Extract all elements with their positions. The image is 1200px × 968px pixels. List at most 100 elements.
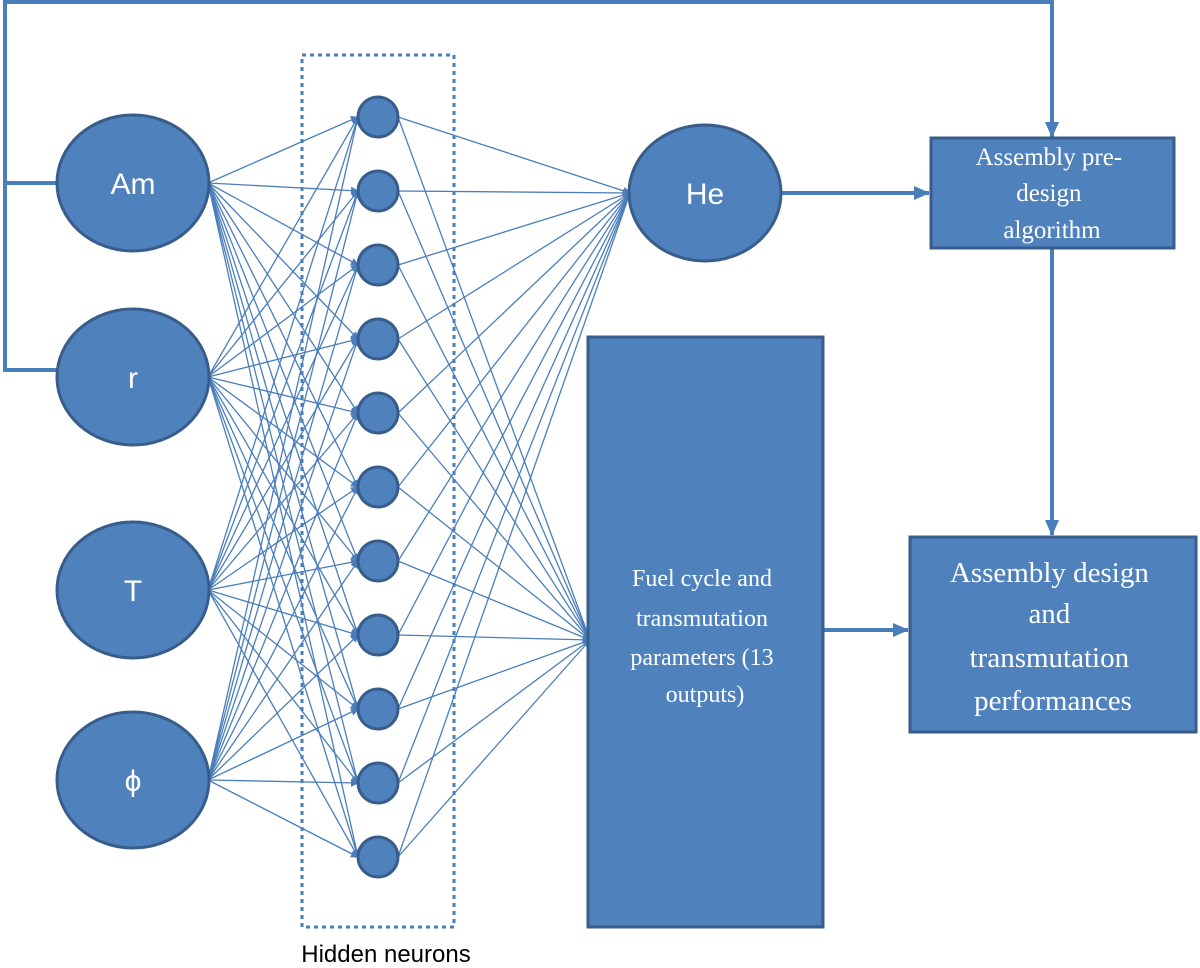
- input-node-t: T: [55, 520, 211, 660]
- hidden-output-connection: [397, 192, 631, 562]
- hidden-output-connection: [397, 639, 591, 858]
- input-node-phi: ϕ: [55, 710, 211, 850]
- input-hidden-connection: [207, 558, 359, 591]
- feedback-line-r: [3, 183, 60, 372]
- hidden-output-connection: [397, 190, 591, 641]
- input-label-t: T: [124, 575, 142, 608]
- input-hidden-connection: [207, 190, 361, 781]
- hidden-output-connection: [397, 338, 591, 641]
- hidden-neuron: [356, 613, 400, 657]
- input-hidden-connection: [207, 182, 359, 414]
- fuel-line-4: outputs): [666, 682, 745, 708]
- fuel-cycle-label: Fuel cycle and transmutation parameters …: [630, 566, 779, 708]
- input-hidden-connection: [207, 182, 361, 858]
- hidden-neurons: [356, 95, 400, 879]
- input-hidden-connection: [207, 376, 359, 416]
- network-connections: [207, 116, 632, 858]
- fuel-cycle-box: Fuel cycle and transmutation parameters …: [586, 335, 825, 929]
- hidden-neuron: [356, 317, 400, 361]
- hidden-output-connection: [397, 192, 631, 636]
- input-hidden-connection: [207, 264, 359, 591]
- input-hidden-connection: [207, 560, 359, 781]
- hidden-output-connection: [397, 192, 632, 784]
- performance-label: Assembly design and transmutation perfor…: [950, 557, 1156, 717]
- hidden-neuron: [356, 465, 400, 509]
- input-hidden-connection: [207, 116, 360, 591]
- predesign-line-3: algorithm: [1003, 217, 1101, 244]
- hidden-neuron: [356, 761, 400, 805]
- input-label-am: Am: [111, 168, 156, 201]
- hidden-neuron: [356, 391, 400, 435]
- hidden-output-connection: [397, 116, 631, 195]
- hidden-neuron: [356, 169, 400, 213]
- input-hidden-connection: [207, 376, 360, 858]
- hidden-neuron: [356, 539, 400, 583]
- predesign-box: Assembly pre- design algorithm: [929, 136, 1176, 250]
- input-label-r: r: [128, 362, 138, 395]
- hidden-output-connection: [397, 486, 591, 641]
- hidden-neuron: [356, 243, 400, 287]
- input-hidden-connection: [207, 779, 359, 858]
- hidden-neurons-caption: Hidden neurons: [301, 941, 470, 968]
- input-hidden-connection: [207, 338, 359, 591]
- fuel-line-3: parameters (13: [630, 645, 773, 671]
- hidden-output-connection: [397, 191, 631, 266]
- input-hidden-connection: [207, 182, 359, 340]
- input-hidden-connection: [207, 116, 361, 781]
- input-hidden-connection: [207, 182, 359, 488]
- input-hidden-connection: [207, 182, 360, 562]
- input-node-am: Am: [55, 113, 211, 253]
- input-hidden-connection: [207, 589, 359, 637]
- input-label-phi: ϕ: [125, 765, 142, 798]
- hidden-output-connection: [397, 192, 632, 858]
- fuel-line-2: transmutation: [636, 606, 768, 632]
- predesign-line-2: design: [1016, 180, 1082, 207]
- input-hidden-connection: [207, 116, 359, 184]
- input-hidden-connection: [207, 336, 359, 378]
- input-hidden-connection: [207, 412, 359, 591]
- feedback-line: [3, 0, 1059, 185]
- input-hidden-connection: [207, 486, 359, 591]
- input-hidden-connection: [207, 338, 360, 781]
- hidden-neuron: [356, 835, 400, 879]
- hidden-neuron: [356, 687, 400, 731]
- predesign-label: Assembly pre- design algorithm: [976, 144, 1129, 244]
- input-hidden-connection: [207, 412, 360, 781]
- input-hidden-connection: [207, 589, 359, 710]
- performance-line-3: transmutation: [970, 642, 1130, 674]
- input-hidden-connection: [207, 376, 359, 710]
- input-hidden-connection: [207, 708, 359, 781]
- predesign-line-1: Assembly pre-: [976, 144, 1123, 171]
- input-hidden-connection: [207, 190, 360, 591]
- performance-box: Assembly design and transmutation perfor…: [908, 535, 1198, 734]
- hidden-output-connection: [397, 188, 631, 197]
- input-hidden-connection: [207, 376, 359, 562]
- performance-line-2: and: [1028, 598, 1070, 630]
- performance-line-4: performances: [974, 685, 1132, 717]
- hidden-output-connection: [397, 192, 631, 488]
- output-node-he: He: [627, 123, 783, 263]
- input-hidden-connection: [207, 376, 359, 636]
- input-hidden-connection: [207, 116, 359, 378]
- input-hidden-connection: [207, 182, 359, 266]
- fuel-line-1: Fuel cycle and: [632, 566, 772, 592]
- input-hidden-connection: [207, 182, 360, 636]
- input-hidden-connection: [207, 190, 359, 378]
- input-hidden-connection: [207, 589, 359, 858]
- hidden-output-connection: [397, 639, 591, 784]
- hidden-output-connection: [397, 634, 591, 644]
- hidden-output-connection: [397, 192, 631, 414]
- input-hidden-connection: [207, 264, 359, 378]
- input-hidden-connection: [207, 182, 359, 195]
- input-hidden-connection: [207, 589, 359, 784]
- hidden-output-connection: [397, 116, 592, 641]
- hidden-neuron: [356, 95, 400, 139]
- hidden-output-connection: [397, 412, 591, 641]
- hidden-output-connection: [397, 638, 591, 710]
- hidden-layer-frame: [300, 53, 456, 929]
- input-hidden-connection: [207, 486, 359, 781]
- hidden-output-connection: [397, 192, 631, 710]
- performance-line-1: Assembly design: [950, 557, 1149, 589]
- input-hidden-connection: [207, 376, 360, 784]
